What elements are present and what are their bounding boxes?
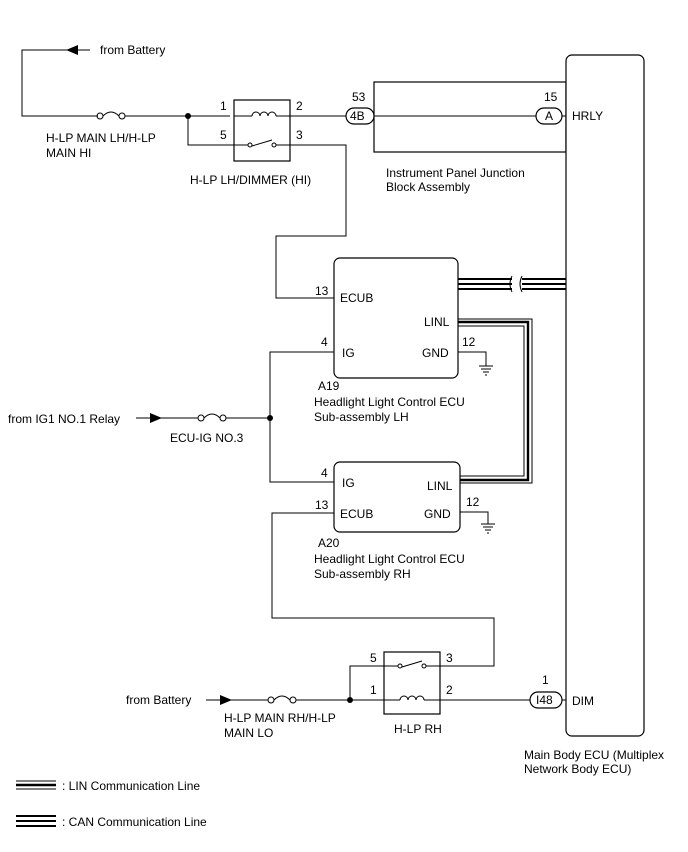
- legend-lin-label: : LIN Communication Line: [62, 779, 200, 793]
- ecu-lh-linl: LINL: [424, 315, 450, 329]
- from-battery-top-label: from Battery: [100, 43, 165, 57]
- connector-4b-label: 4B: [350, 109, 365, 123]
- fuse-ecu-ig-label: ECU-IG NO.3: [170, 431, 244, 445]
- relay-lh-pin1: 1: [220, 99, 227, 113]
- can-line: [458, 275, 566, 293]
- ig1-feed: from IG1 NO.1 Relay ECU-IG NO.3: [8, 412, 270, 445]
- ecu-rh-label-1: Headlight Light Control ECU: [314, 552, 465, 566]
- ecu-lh-ig: IG: [342, 346, 355, 360]
- fuse-main-lh-label-1: H-LP MAIN LH/H-LP: [46, 131, 156, 145]
- relay-lh-pin3: 3: [296, 128, 303, 142]
- battery-feed-top: from Battery: [21, 43, 165, 117]
- fuse-main-rh-label-2: MAIN LO: [224, 726, 273, 740]
- ecu-rh-gnd: GND: [424, 507, 451, 521]
- relay-lh-pin2: 2: [296, 99, 303, 113]
- ecu-rh-linl: LINL: [427, 479, 453, 493]
- fuse-main-rh-label-1: H-LP MAIN RH/H-LP: [224, 711, 336, 725]
- legend-can: : CAN Communication Line: [16, 815, 207, 829]
- hrly-label: HRLY: [572, 109, 603, 123]
- relay-lh-dimmer: 1 2 5 3 H-LP LH/DIMMER (HI): [190, 99, 311, 187]
- relay-rh-pin5: 5: [370, 651, 377, 665]
- pin-dim-label: 1: [542, 673, 549, 687]
- ecu-rh-ecub: ECUB: [340, 507, 373, 521]
- junction-block-label-1: Instrument Panel Junction: [386, 166, 525, 180]
- relay-rh-pin3: 3: [446, 651, 453, 665]
- ecu-lh-ig-pin: 4: [321, 335, 328, 349]
- ecu-lh-label-2: Sub-assembly LH: [314, 410, 409, 424]
- connector-a-label: A: [545, 109, 553, 123]
- pin-15-label: 15: [544, 90, 558, 104]
- ecu-lh: ECUB 13 IG 4 LINL GND 12 A19 Headlight L…: [314, 257, 476, 424]
- junction-block: 4B 53 A 15 Instrument Panel Junction Blo…: [345, 81, 567, 194]
- legend-lin: : LIN Communication Line: [16, 779, 200, 793]
- legend-can-label: : CAN Communication Line: [62, 815, 207, 829]
- relay-rh-label: H-LP RH: [394, 722, 442, 736]
- relay-rh-pin2: 2: [446, 683, 453, 697]
- ecu-lh-ecub: ECUB: [340, 291, 373, 305]
- relay-lh-pin5: 5: [220, 128, 227, 142]
- lin-line: [458, 318, 533, 484]
- ecu-lh-code: A19: [318, 379, 340, 393]
- ecu-rh: IG 4 ECUB 13 LINL GND 12 A20 Headlight L…: [314, 461, 480, 581]
- ecu-lh-gnd: GND: [422, 346, 449, 360]
- main-ecu-label-2: Network Body ECU): [524, 762, 631, 776]
- from-battery-bottom-label: from Battery: [126, 693, 191, 707]
- arrow-right-icon: [220, 695, 232, 705]
- ecu-rh-ecub-pin: 13: [315, 498, 329, 512]
- ecu-lh-ecub-pin: 13: [315, 284, 329, 298]
- from-ig1-label: from IG1 NO.1 Relay: [8, 412, 120, 426]
- main-body-ecu: HRLY DIM Main Body ECU (Multiplex Networ…: [524, 54, 664, 776]
- dim-label: DIM: [572, 694, 594, 708]
- fuse-main-lh: H-LP MAIN LH/H-LP MAIN HI: [46, 111, 230, 160]
- ecu-rh-label-2: Sub-assembly RH: [314, 567, 411, 581]
- arrow-right-icon: [150, 413, 162, 423]
- relay-rh-pin1: 1: [370, 683, 377, 697]
- ecu-lh-gnd-pin: 12: [462, 335, 476, 349]
- relay-lh-label: H-LP LH/DIMMER (HI): [190, 173, 311, 187]
- main-ecu-label-1: Main Body ECU (Multiplex: [524, 748, 664, 762]
- ecu-lh-label-1: Headlight Light Control ECU: [314, 395, 465, 409]
- ecu-rh-code: A20: [318, 536, 340, 550]
- ground-icon: [458, 351, 493, 376]
- ecu-rh-gnd-pin: 12: [466, 495, 480, 509]
- arrow-left-icon: [66, 45, 78, 55]
- battery-feed-bottom: from Battery H-LP MAIN RH/H-LP MAIN LO: [126, 693, 384, 740]
- junction-block-label-2: Block Assembly: [386, 180, 470, 194]
- ecu-rh-ig: IG: [342, 476, 355, 490]
- ground-icon: [460, 511, 495, 534]
- fuse-main-lh-label-2: MAIN HI: [46, 146, 91, 160]
- pin-53-label: 53: [352, 90, 366, 104]
- connector-i48-label: I48: [536, 693, 553, 707]
- ecu-rh-ig-pin: 4: [321, 466, 328, 480]
- relay-rh: 5 3 1 2 H-LP RH: [370, 651, 453, 736]
